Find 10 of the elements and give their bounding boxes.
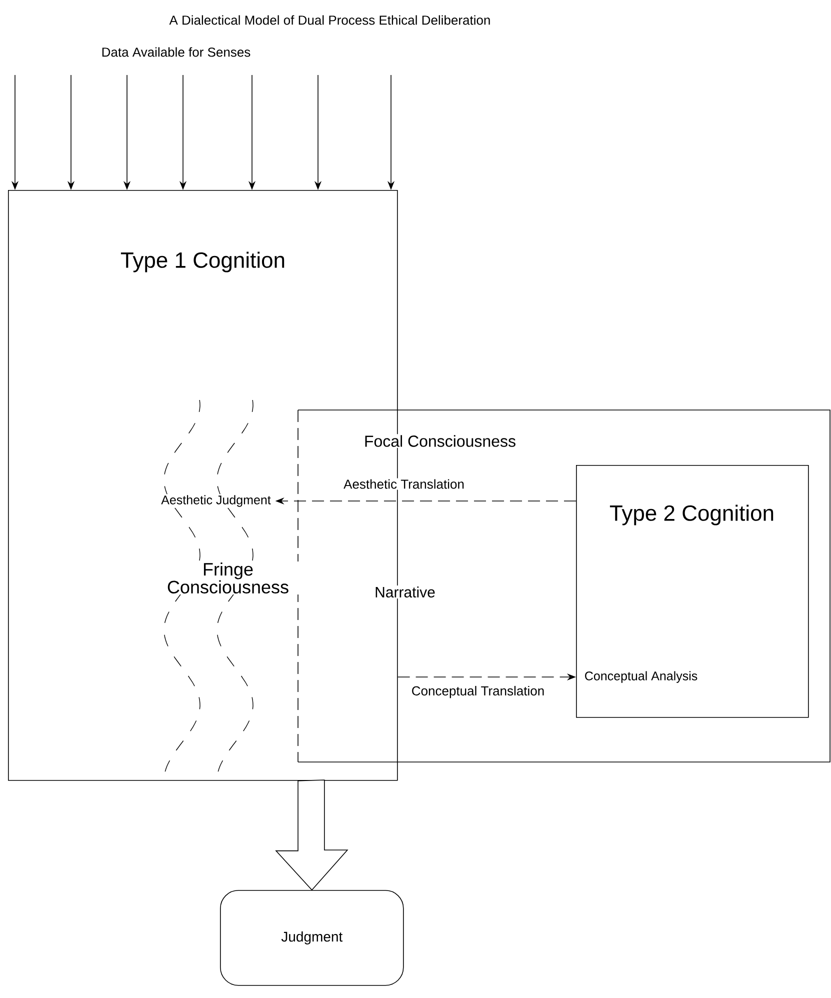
title: A Dialectical Model of Dual Process Ethical Deliberation (169, 15, 490, 25)
node-text: Aesthetic Judgment (157, 494, 275, 508)
text-label: Fringe Consciousness (157, 562, 299, 594)
rounded-box: Judgment (220, 890, 404, 986)
edge-label: Conceptual Translation (410, 684, 546, 700)
edge-label: Aesthetic Translation (342, 478, 466, 490)
text-label: Data Available for Senses (100, 46, 252, 58)
node-text: Conceptual Analysis (585, 671, 698, 683)
text-label: Narrative (374, 586, 436, 599)
block-arrow (275, 780, 348, 891)
